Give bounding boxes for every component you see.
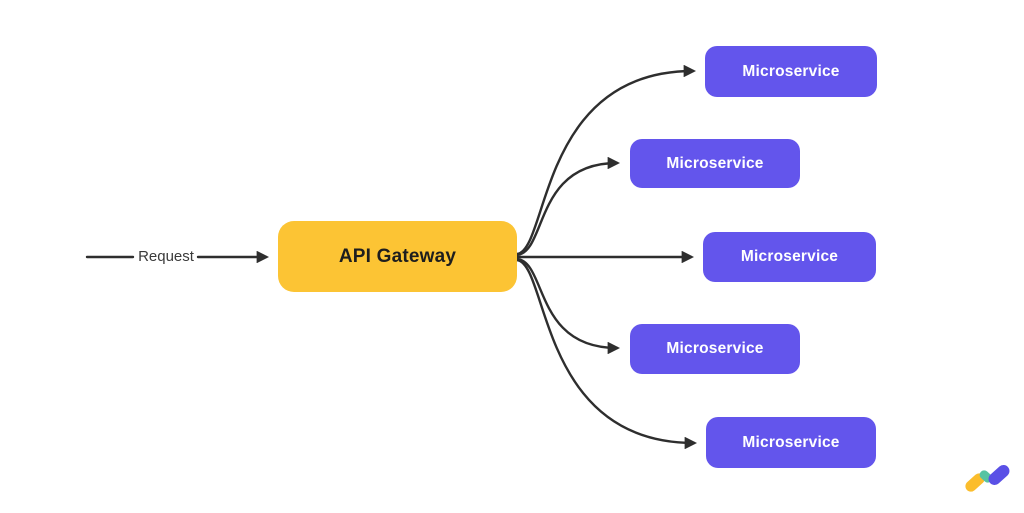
- microservice-label: Microservice: [742, 62, 840, 80]
- connector-gateway-to-microservice-2: [515, 156, 621, 257]
- brand-logo: [958, 456, 1020, 508]
- microservice-node-5: Microservice: [706, 417, 876, 468]
- microservice-node-2: Microservice: [630, 139, 800, 188]
- microservice-label: Microservice: [742, 433, 840, 451]
- microservice-node-3: Microservice: [703, 232, 876, 282]
- connector-gateway-to-microservice-5: [515, 258, 698, 450]
- api-gateway-label: API Gateway: [338, 245, 457, 267]
- logo-purple-capsule-icon: [986, 462, 1012, 488]
- microservice-label: Microservice: [666, 154, 764, 172]
- connector-gateway-to-microservice-1: [515, 64, 697, 256]
- microservice-label: Microservice: [666, 340, 764, 357]
- request-label: Request: [138, 248, 194, 265]
- connector-gateway-to-microservice-4: [515, 257, 621, 355]
- api-gateway-node: API Gateway: [278, 221, 517, 292]
- microservice-node-4: Microservice: [630, 324, 800, 374]
- microservice-label: Microservice: [740, 248, 839, 265]
- microservice-node-1: Microservice: [705, 46, 877, 97]
